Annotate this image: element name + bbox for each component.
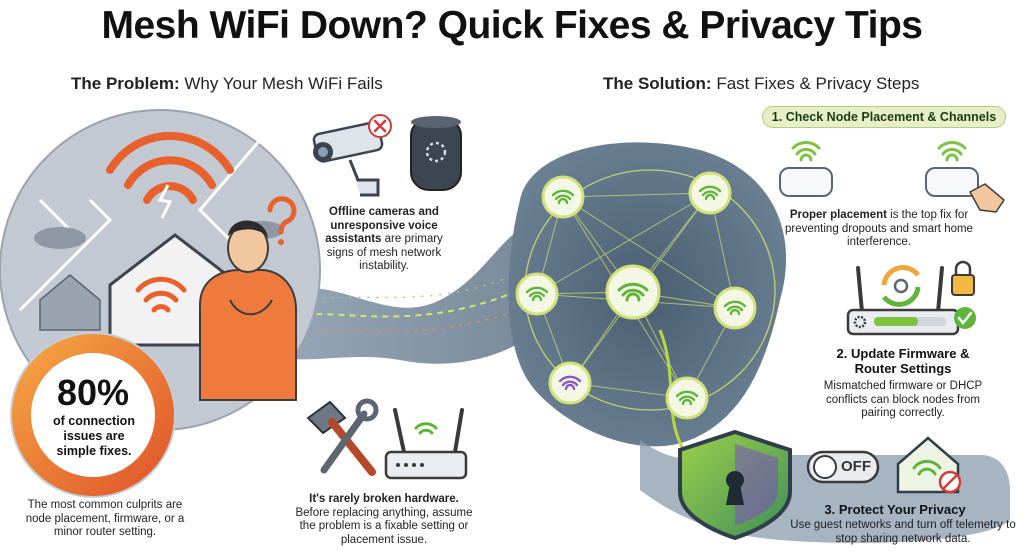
step2-caption: Mismatched firmware or DHCP conflicts ca… bbox=[823, 380, 983, 419]
confused-person bbox=[199, 220, 297, 401]
mesh-node bbox=[541, 175, 585, 219]
refresh-icon bbox=[881, 265, 921, 307]
toggle-label: OFF bbox=[841, 458, 871, 475]
page-title: Mesh WiFi Down? Quick Fixes & Privacy Ti… bbox=[101, 4, 924, 47]
devices-caption: Offline cameras and unresponsive voice a… bbox=[325, 206, 443, 272]
mesh-node-device bbox=[779, 141, 833, 197]
stat-ring bbox=[10, 332, 176, 498]
mesh-node bbox=[548, 361, 592, 405]
step2-title: 2. Update Firmware & Router Settings bbox=[836, 346, 970, 376]
question-icon bbox=[267, 196, 297, 245]
step3-title: 3. Protect Your Privacy bbox=[824, 502, 966, 517]
block-icon bbox=[938, 470, 962, 494]
culprits-caption: The most common culprits are node placem… bbox=[25, 499, 185, 538]
mesh-node bbox=[665, 376, 709, 420]
hardware-caption: It's rarely broken hardware. Before repl… bbox=[295, 493, 473, 546]
wrench-icon bbox=[320, 398, 379, 474]
router-icon bbox=[846, 266, 960, 336]
stat-label: of connection issues are simple fixes. bbox=[53, 414, 135, 458]
step1-title: 1. Check Node Placement & Channels bbox=[762, 106, 1006, 128]
mesh-node-main bbox=[605, 264, 661, 320]
router-icon bbox=[384, 408, 468, 480]
hand-icon bbox=[968, 183, 1005, 213]
step1-caption: Proper placement is the top fix for prev… bbox=[785, 209, 973, 248]
gear-icon bbox=[853, 315, 867, 329]
stat-value: 80% bbox=[56, 372, 130, 413]
speaker-icon bbox=[410, 116, 462, 191]
toggle-icon bbox=[806, 450, 880, 484]
solution-heading: The Solution: Fast Fixes & Privacy Steps bbox=[603, 74, 920, 93]
lock-icon bbox=[951, 260, 975, 296]
mesh-node bbox=[688, 171, 732, 215]
hammer-icon bbox=[306, 400, 376, 476]
problem-heading: The Problem: Why Your Mesh WiFi Fails bbox=[71, 74, 383, 93]
keyhole-icon bbox=[726, 471, 744, 505]
close-icon bbox=[368, 114, 392, 138]
mesh-node bbox=[515, 272, 559, 316]
mesh-node bbox=[713, 286, 757, 330]
check-icon bbox=[954, 307, 976, 329]
mesh-node-device bbox=[925, 141, 979, 197]
step3-caption: Use guest networks and turn off telemetr… bbox=[790, 519, 1016, 545]
broken-wifi-icon bbox=[106, 132, 234, 219]
